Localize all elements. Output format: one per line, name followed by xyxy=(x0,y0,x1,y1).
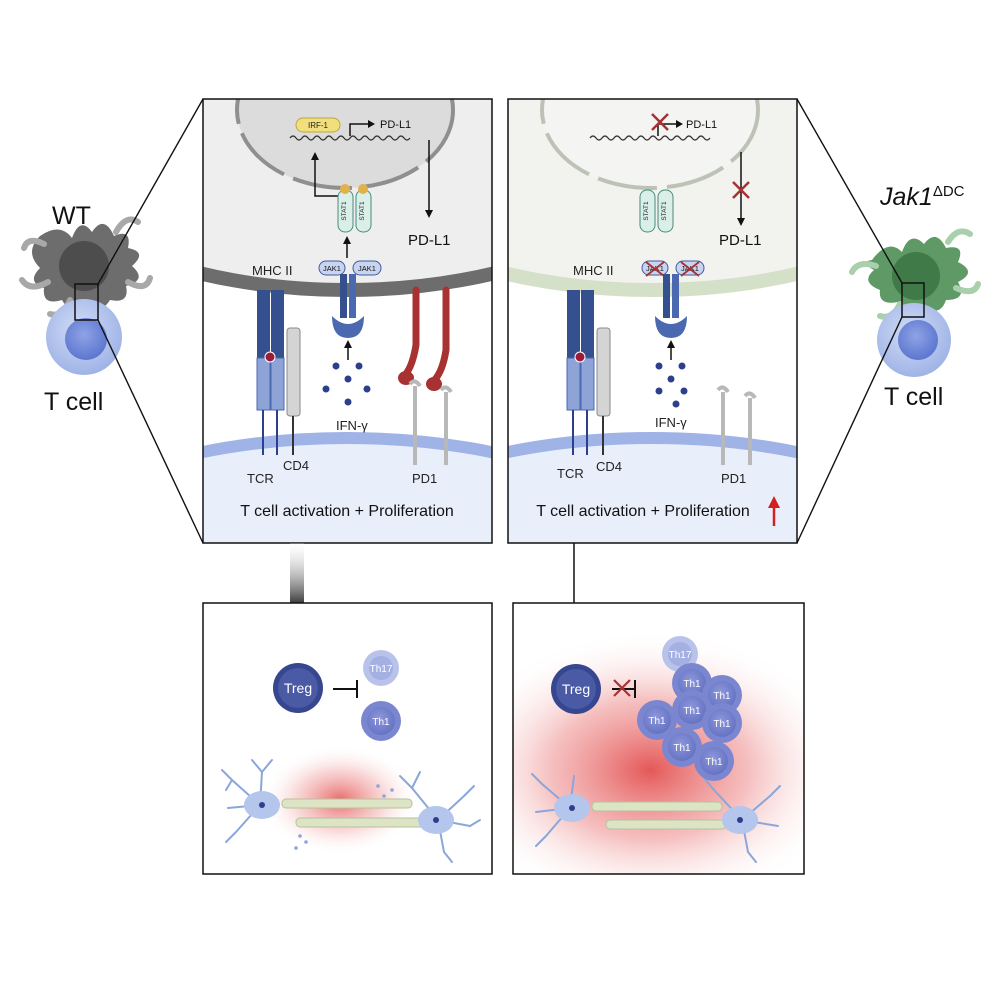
svg-text:STAT1: STAT1 xyxy=(661,201,668,221)
svg-text:STAT1: STAT1 xyxy=(643,201,650,221)
ko-ifn-receptor xyxy=(655,274,687,338)
wt-tcell-label: T cell xyxy=(44,388,103,416)
jak1-left-label: JAK1 xyxy=(323,264,341,273)
ifn-label: IFN-γ xyxy=(336,418,368,433)
wt-zoom-box xyxy=(74,283,99,321)
ko-th17-cell: Th17 xyxy=(662,636,698,672)
cd4-label: CD4 xyxy=(283,458,309,473)
ko-tcell-label: T cell xyxy=(884,383,943,411)
pd1-label: PD1 xyxy=(412,471,437,486)
mhc-tcr-cd4-complex xyxy=(256,290,301,455)
svg-text:Th1: Th1 xyxy=(713,719,731,730)
bottom-ko-panel xyxy=(513,603,804,874)
stat1-dimer: STAT1 STAT1 xyxy=(337,184,372,233)
wt-t-cell xyxy=(46,299,122,375)
wt-th17-cell: Th17 xyxy=(363,650,399,686)
svg-text:Th1: Th1 xyxy=(648,716,666,727)
ko-pd1 xyxy=(716,385,757,465)
ko-ifn-label: IFN-γ xyxy=(655,415,687,430)
wt-outcome: T cell activation + Proliferation xyxy=(240,503,454,520)
ko-pdl1-protein-label: PD-L1 xyxy=(719,232,762,249)
ko-treg-cell: Treg xyxy=(551,664,601,714)
ko-th17-label: Th17 xyxy=(669,650,692,661)
irf1-factor xyxy=(295,117,341,133)
ko-t-cell xyxy=(877,303,951,377)
ifn-receptor xyxy=(332,274,364,338)
jak1-right-label: JAK1 xyxy=(358,264,376,273)
svg-text:STAT1: STAT1 xyxy=(341,201,348,221)
wt-th1-cell: Th1 xyxy=(361,701,401,741)
ifn-gamma-dots xyxy=(322,362,371,406)
ko-ifn-gamma-dots xyxy=(655,362,688,408)
pdl1-gene-label: PD-L1 xyxy=(380,119,411,131)
ko-stat1-dimer: STAT1 STAT1 xyxy=(639,189,674,233)
jak1-deleted-icon xyxy=(645,261,700,277)
strong-arrow xyxy=(290,543,304,613)
ko-pdl1-gene-label: PD-L1 xyxy=(686,119,717,131)
tcr-label: TCR xyxy=(247,471,274,486)
wt-treg-label: Treg xyxy=(284,680,312,696)
ko-th1-cluster: Th1 Th1 Th1 Th1 Th1 Th1 Th1 xyxy=(637,663,742,781)
wt-treg-cell: Treg xyxy=(273,663,323,713)
ko-cd4-label: CD4 xyxy=(596,459,622,474)
wt-suppression-icon xyxy=(333,680,358,698)
wt-dendritic-cell xyxy=(19,216,153,318)
ko-mhc-tcr-cd4-complex xyxy=(566,290,611,455)
increase-arrow-icon xyxy=(768,496,780,526)
wt-th1-label: Th1 xyxy=(372,717,390,728)
ko-suppression-blocked-icon xyxy=(613,679,631,697)
ko-tcr-label: TCR xyxy=(557,466,584,481)
svg-text:STAT1: STAT1 xyxy=(359,201,366,221)
pdl1-pd1-pair xyxy=(398,286,453,465)
pdl1-protein-label: PD-L1 xyxy=(408,232,451,249)
ko-label: Jak1ΔDC xyxy=(879,183,965,211)
irf1-label: IRF-1 xyxy=(308,121,329,130)
svg-text:Th1: Th1 xyxy=(713,691,731,702)
wt-label: WT xyxy=(52,202,91,230)
svg-text:Th1: Th1 xyxy=(683,706,701,717)
ko-zoom-box xyxy=(901,282,925,318)
svg-text:Th1: Th1 xyxy=(705,757,723,768)
ko-outcome: T cell activation + Proliferation xyxy=(536,503,750,520)
mhc-label: MHC II xyxy=(252,263,292,278)
svg-text:Th1: Th1 xyxy=(673,743,691,754)
bottom-wt-panel xyxy=(203,603,492,874)
ko-transcription-block-icon xyxy=(651,113,669,131)
ko-dendritic-cell xyxy=(849,228,981,320)
ko-treg-label: Treg xyxy=(562,681,590,697)
ko-mhc-label: MHC II xyxy=(573,263,613,278)
svg-text:Th1: Th1 xyxy=(683,679,701,690)
ko-expression-block-icon xyxy=(732,181,750,199)
ko-pd1-label: PD1 xyxy=(721,471,746,486)
wt-th17-label: Th17 xyxy=(370,664,393,675)
panel-ko xyxy=(508,99,797,543)
